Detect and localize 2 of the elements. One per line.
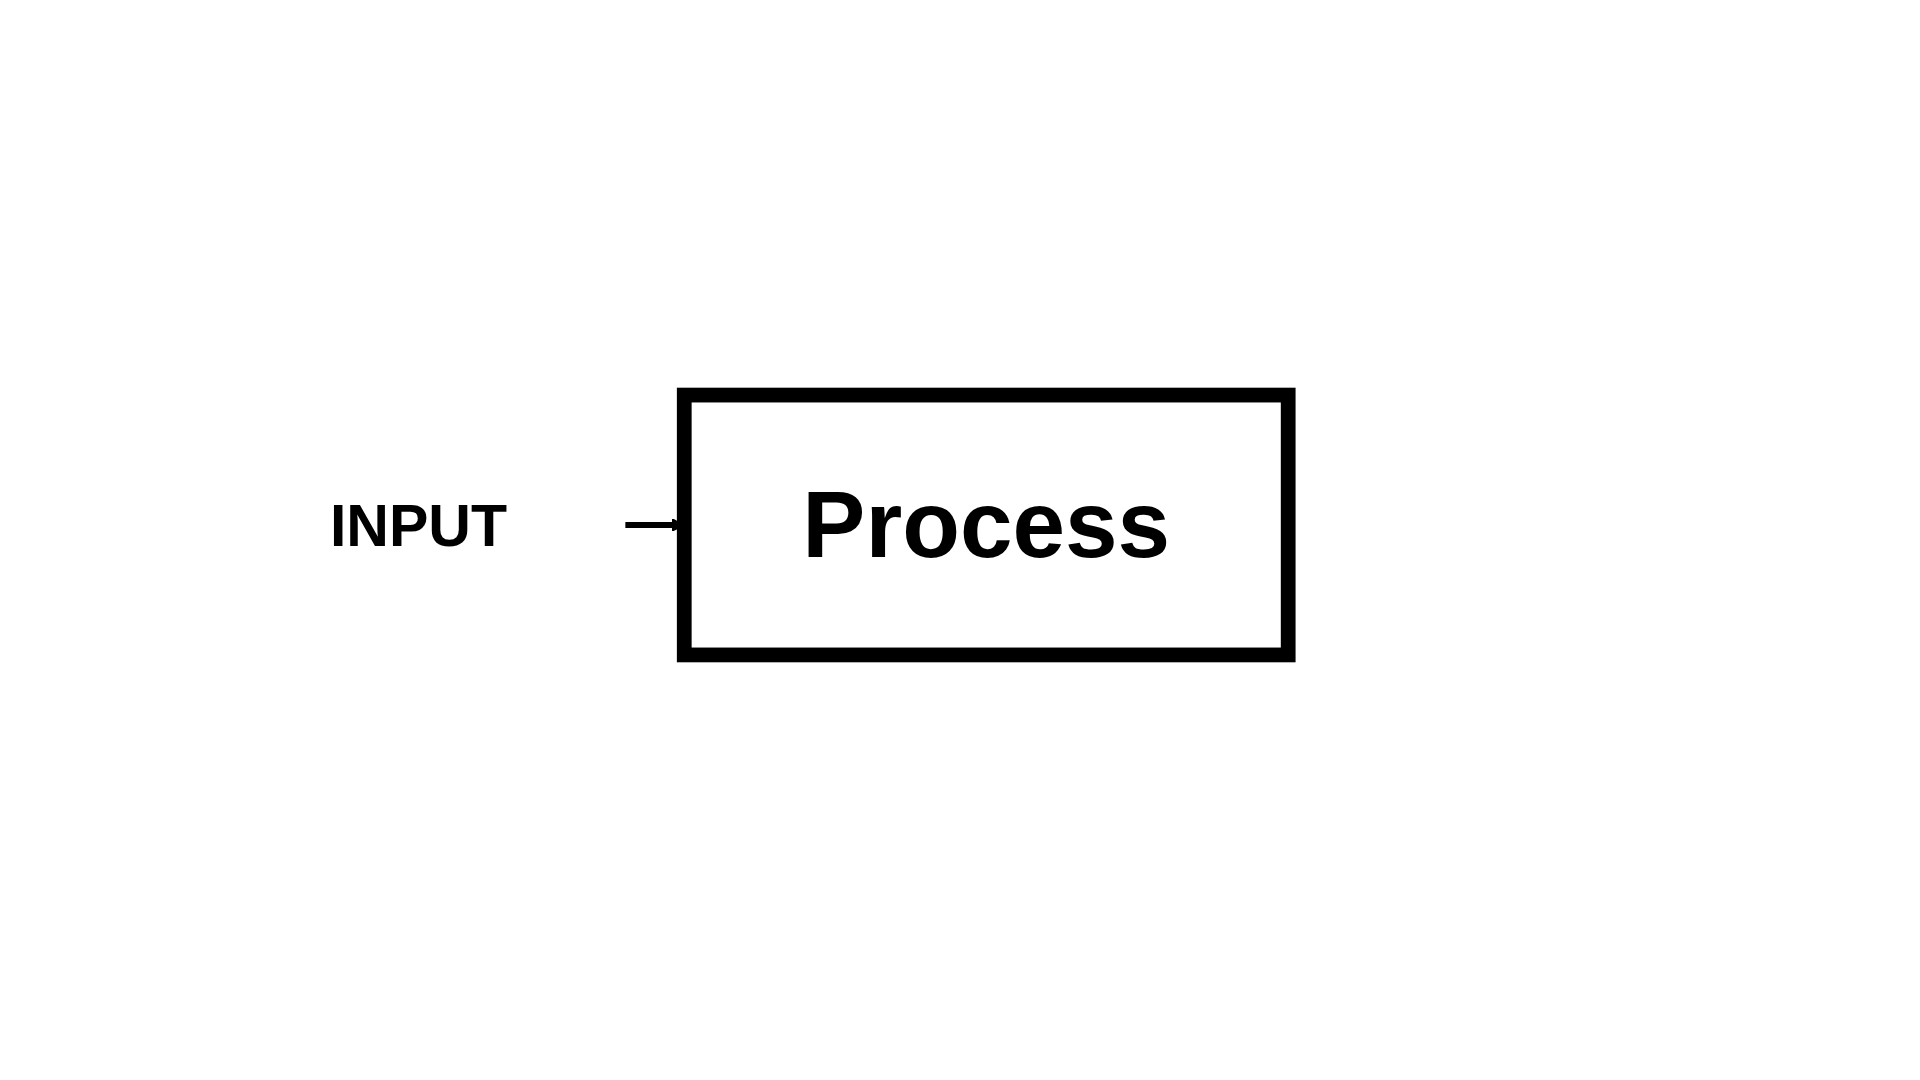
node-box: Process <box>676 387 1296 663</box>
node-text: INPUT <box>329 492 508 558</box>
